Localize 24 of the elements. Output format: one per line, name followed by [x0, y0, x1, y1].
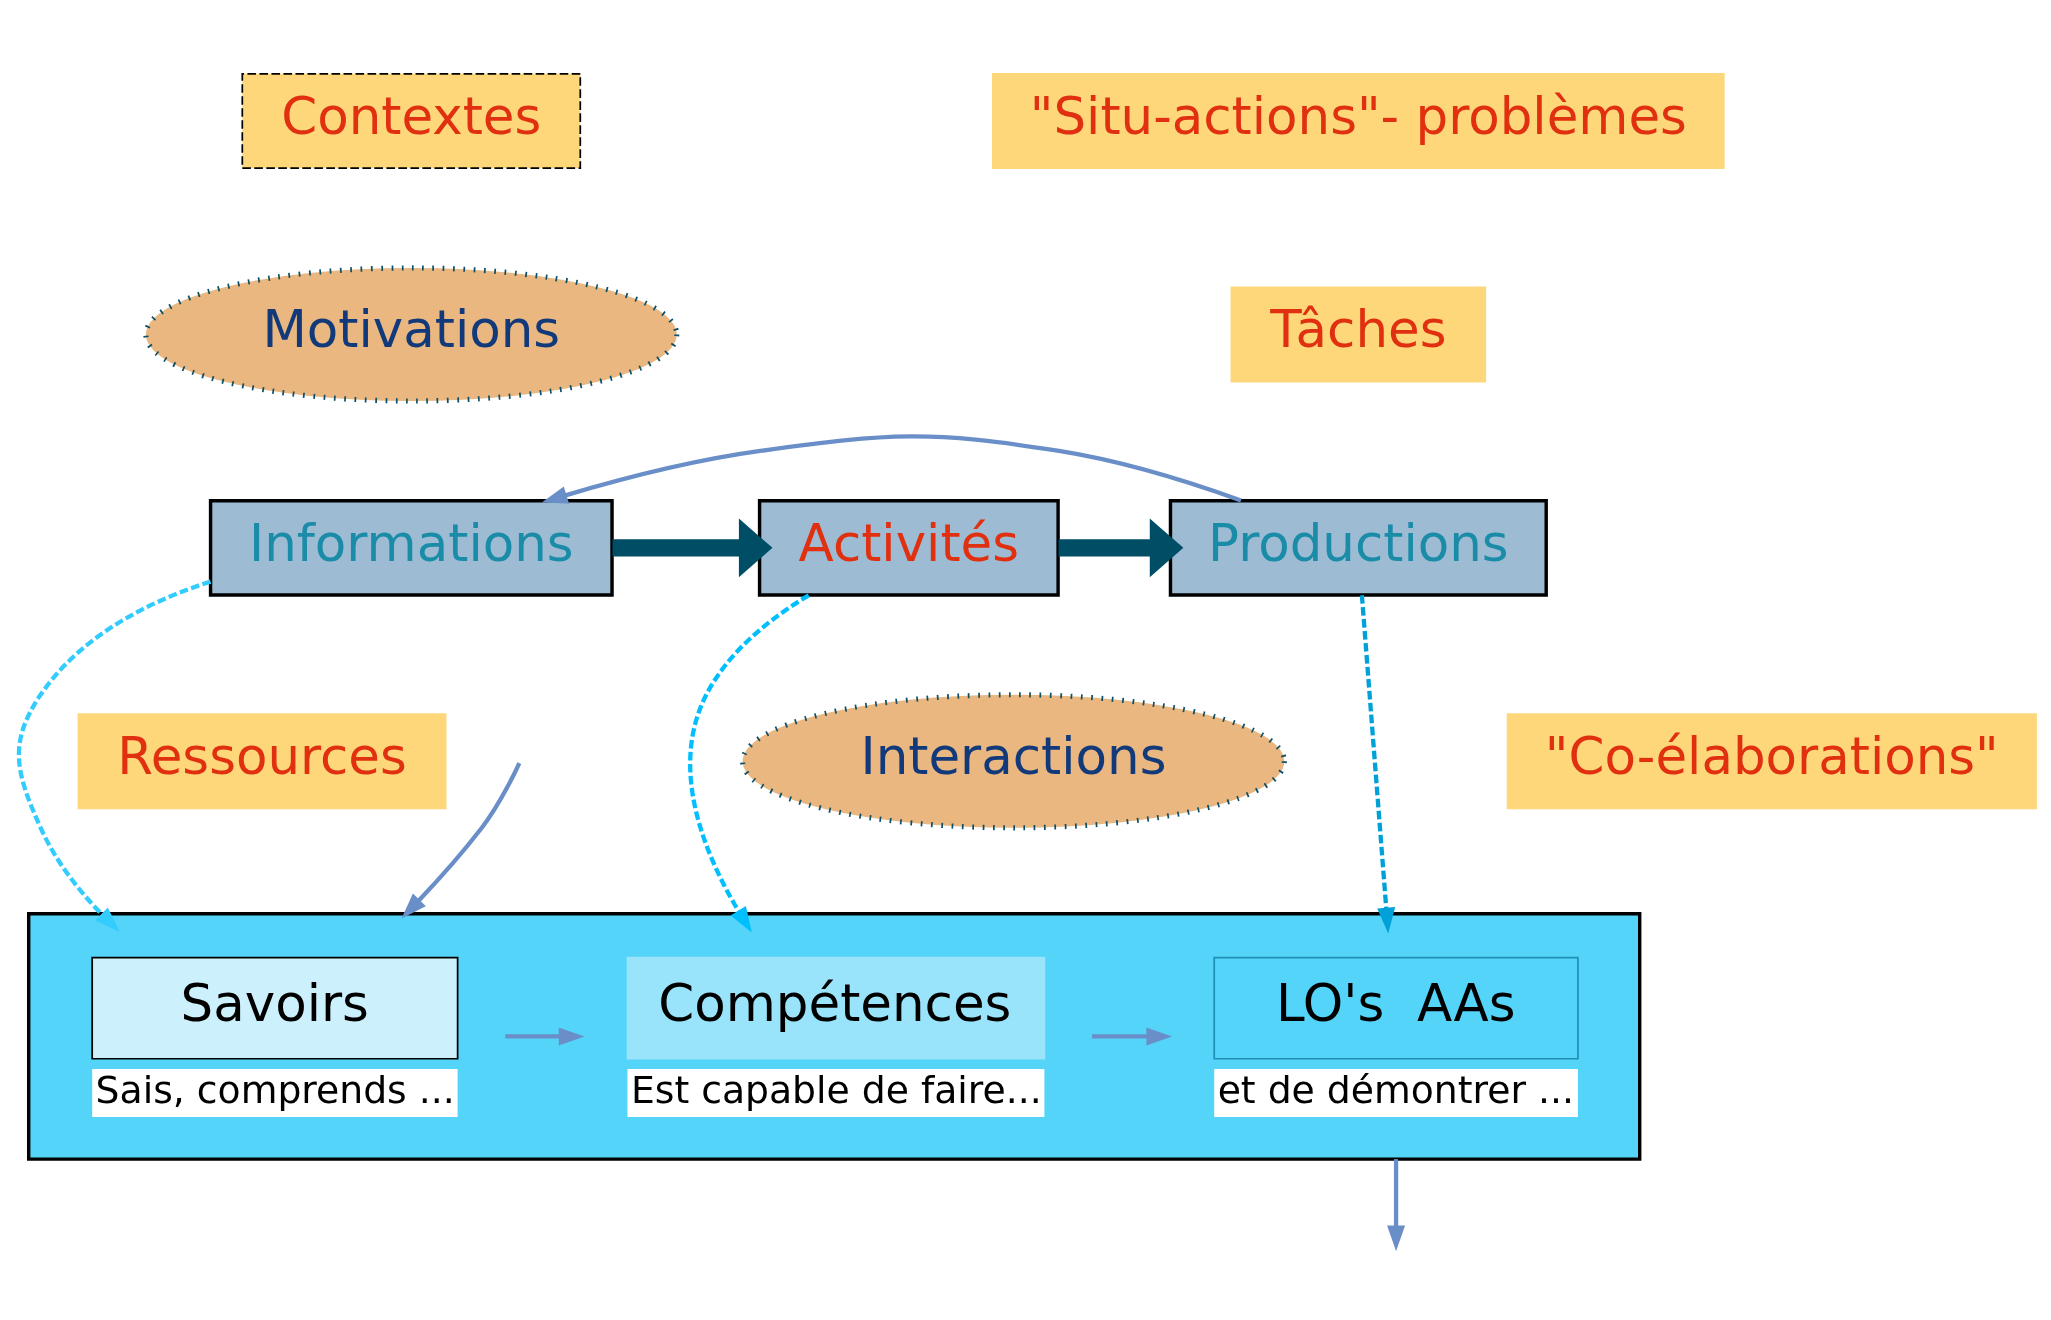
arrow — [541, 434, 1242, 504]
node-box: Contextes — [241, 73, 582, 170]
arrow — [612, 518, 773, 578]
node-box: Activités — [757, 498, 1060, 597]
arrow — [1058, 518, 1184, 578]
node-ellipse: Interactions — [740, 692, 1287, 831]
node-box: Informations — [208, 498, 614, 597]
node-box: Productions — [1168, 498, 1548, 597]
node-box: Tâches — [1230, 286, 1487, 383]
arrow — [401, 762, 522, 919]
arrow — [1359, 595, 1396, 934]
arrow — [16, 579, 212, 932]
node-label: Sais, comprends ... — [95, 1067, 455, 1112]
node-box: Ressources — [77, 713, 447, 810]
node-label: Est capable de faire... — [630, 1067, 1042, 1112]
arrow — [505, 1027, 585, 1046]
node-ellipse: Motivations — [143, 265, 680, 404]
cluster — [27, 912, 1642, 1161]
arrow — [1387, 1159, 1406, 1252]
node-box: "Co-élaborations" — [1506, 713, 2037, 810]
arrow — [1092, 1027, 1173, 1046]
node-box: "Situ-actions"- problèmes — [992, 73, 1725, 170]
arrow — [688, 593, 810, 933]
node-label: et de démontrer ... — [1217, 1067, 1574, 1112]
